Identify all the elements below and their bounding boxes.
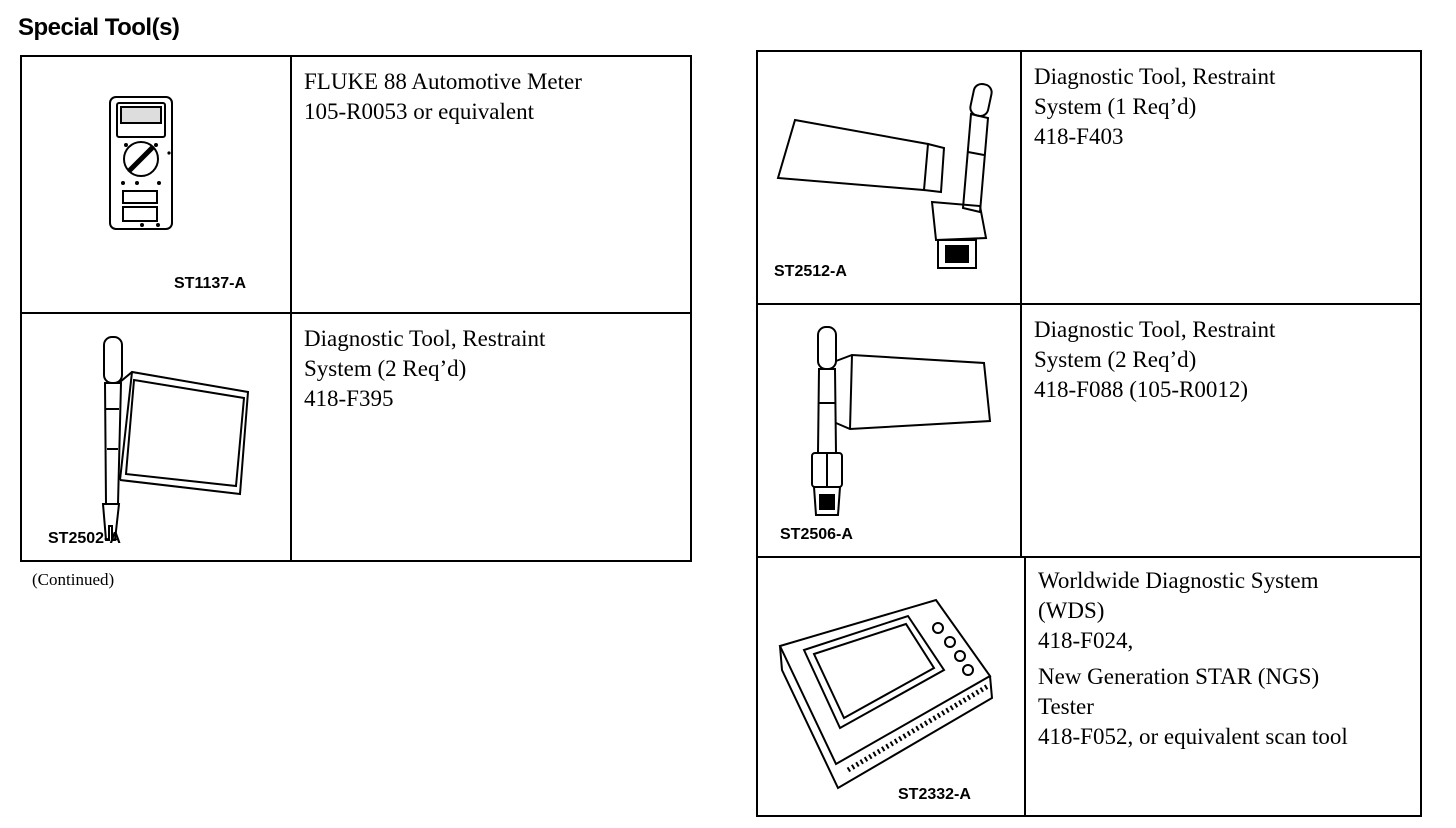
description-line: Diagnostic Tool, Restraint	[1034, 64, 1276, 89]
description-line: 418-F088 (105-R0012)	[1034, 377, 1249, 402]
description-line: System (1 Req’d)	[1034, 94, 1197, 119]
tool-row-st1137: ST1137-A FLUKE 88 Automotive Meter 105-R…	[22, 57, 690, 312]
description-line: System (2 Req’d)	[1034, 347, 1197, 372]
tool-description: Diagnostic Tool, Restraint System (1 Req…	[1022, 52, 1420, 303]
restraint-diagnostic-tool-icon	[776, 82, 993, 269]
description-line: 418-F052, or equivalent scan tool	[1038, 724, 1348, 749]
multimeter-icon	[109, 96, 173, 230]
description-line: (WDS)	[1038, 598, 1105, 623]
restraint-diagnostic-tool-icon	[101, 336, 250, 541]
tool-row-st2502: ST2502-A Diagnostic Tool, Restraint Syst…	[22, 312, 690, 562]
left-tool-table: ST1137-A FLUKE 88 Automotive Meter 105-R…	[20, 55, 692, 562]
description-line: FLUKE 88 Automotive Meter	[304, 69, 582, 94]
description-line: 418-F395	[304, 386, 394, 411]
tool-illustration-cell: ST1137-A	[22, 57, 292, 312]
continued-note: (Continued)	[32, 570, 115, 589]
description-line: New Generation STAR (NGS)	[1038, 664, 1320, 689]
tool-description: FLUKE 88 Automotive Meter 105-R0053 or e…	[292, 57, 690, 312]
tool-code: ST2506-A	[780, 526, 853, 543]
scan-tool-tester-icon	[778, 598, 994, 790]
tool-row-st2332: ST2332-A Worldwide Diagnostic System (WD…	[758, 556, 1420, 815]
tool-illustration-cell: ST2332-A	[758, 558, 1026, 815]
tool-illustration-cell: ST2502-A	[22, 314, 292, 562]
description-line: Diagnostic Tool, Restraint	[1034, 317, 1276, 342]
tool-code: ST2512-A	[774, 263, 847, 280]
tool-code: ST2502-A	[48, 530, 121, 547]
tool-row-st2506: ST2506-A Diagnostic Tool, Restraint Syst…	[758, 303, 1420, 556]
tool-description: Worldwide Diagnostic System (WDS) 418-F0…	[1026, 558, 1420, 815]
tool-code: ST2332-A	[898, 786, 971, 803]
restraint-diagnostic-tool-icon	[811, 326, 992, 516]
tool-illustration-cell: ST2512-A	[758, 52, 1022, 303]
description-line: 418-F403	[1034, 124, 1124, 149]
description-line: Tester	[1038, 694, 1094, 719]
tool-row-st2512: ST2512-A Diagnostic Tool, Restraint Syst…	[758, 52, 1420, 303]
right-tool-table: ST2512-A Diagnostic Tool, Restraint Syst…	[756, 50, 1422, 817]
tool-illustration-cell: ST2506-A	[758, 305, 1022, 556]
description-line: Worldwide Diagnostic System	[1038, 568, 1319, 593]
page-heading: Special Tool(s)	[18, 14, 180, 41]
tool-code: ST1137-A	[174, 275, 247, 292]
description-line: 105-R0053 or equivalent	[304, 99, 534, 124]
description-line: 418-F024,	[1038, 628, 1134, 653]
tool-description: Diagnostic Tool, Restraint System (2 Req…	[1022, 305, 1420, 556]
description-line: System (2 Req’d)	[304, 356, 467, 381]
description-line: Diagnostic Tool, Restraint	[304, 326, 546, 351]
tool-description: Diagnostic Tool, Restraint System (2 Req…	[292, 314, 690, 562]
